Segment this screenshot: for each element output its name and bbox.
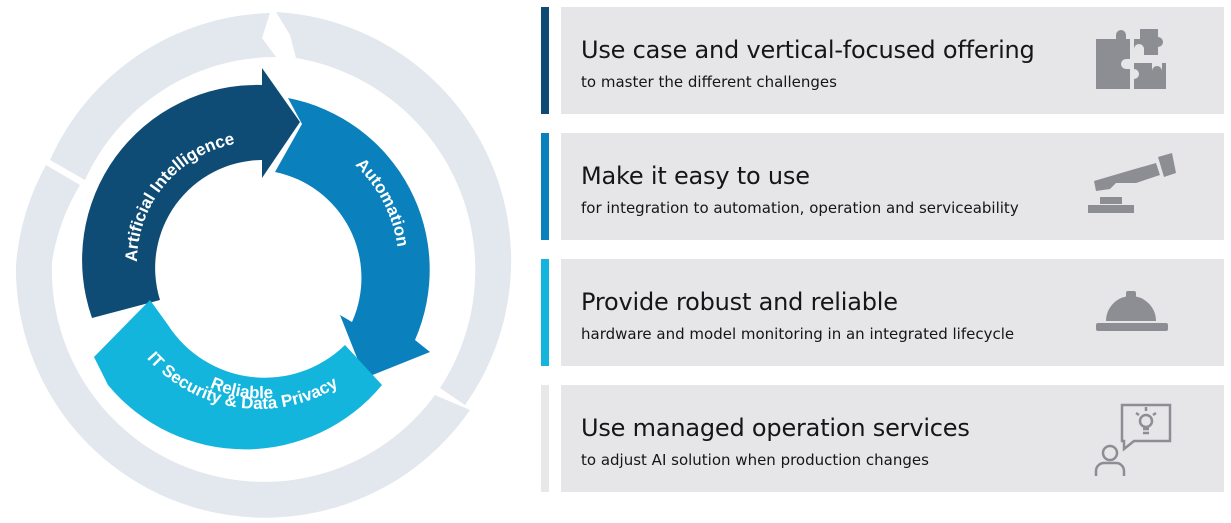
row-subtitle: to adjust AI solution when production ch… [581,451,929,469]
segment-reliable [94,300,382,450]
puzzle-icon [1096,29,1166,89]
row-accent-bar [541,133,549,240]
row-accent-bar [541,385,549,492]
hand-press-button-icon [1088,153,1176,213]
outer-ring-segment-top [50,13,276,180]
row-subtitle: to master the different challenges [581,73,837,91]
feature-row-use-case: Use case and vertical-focused offering t… [541,7,1224,114]
hard-hat-icon [1096,291,1168,331]
row-title: Use case and vertical-focused offering [581,36,1035,64]
segment-automation [275,98,430,378]
outer-ring-segment-right [276,12,512,405]
row-title: Provide robust and reliable [581,288,898,316]
row-panel: Use case and vertical-focused offering t… [561,7,1224,114]
person-idea-icon [1094,403,1172,476]
row-subtitle: hardware and model monitoring in an inte… [581,325,1015,343]
row-title: Make it easy to use [581,162,810,190]
outer-ring-segment-bottom [15,165,470,518]
segment-artificial-intelligence [82,68,300,318]
row-accent-bar [541,7,549,114]
feature-row-easy-to-use: Make it easy to use for integration to a… [541,133,1224,240]
lifecycle-diagram: Artificial Intelligence Automation Relia… [15,12,512,518]
outer-cycle-ring [15,12,512,518]
row-panel: Provide robust and reliable hardware and… [561,259,1224,366]
row-subtitle: for integration to automation, operation… [581,199,1019,217]
row-title: Use managed operation services [581,414,970,442]
row-panel: Use managed operation services to adjust… [561,385,1224,492]
row-panel: Make it easy to use for integration to a… [561,133,1224,240]
row-accent-bar [541,259,549,366]
feature-row-robust-reliable: Provide robust and reliable hardware and… [541,259,1224,366]
feature-row-managed-services: Use managed operation services to adjust… [541,385,1224,492]
